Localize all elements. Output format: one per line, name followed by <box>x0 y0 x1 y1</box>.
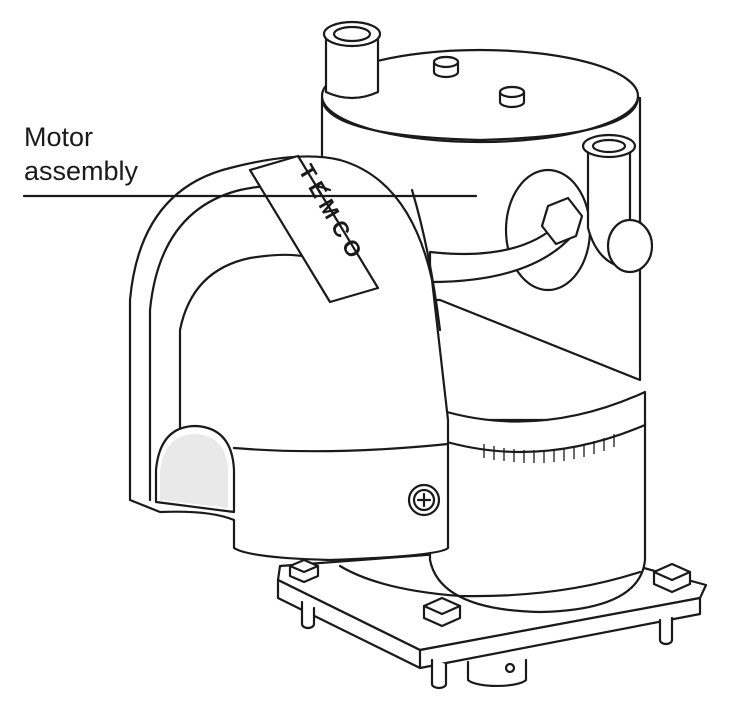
side-port <box>428 133 654 292</box>
inlet-pipe <box>322 20 382 100</box>
front-cover: TEMCO <box>128 154 450 562</box>
top-bolt <box>498 85 526 109</box>
top-bolt <box>432 55 460 79</box>
callout-label-line2: assembly <box>24 156 139 186</box>
cover-screw <box>407 483 441 517</box>
callout-label: Motor assembly <box>24 120 138 188</box>
callout-label-line1: Motor <box>24 122 94 152</box>
base-nut <box>288 558 320 584</box>
base-nut <box>652 562 692 594</box>
base-nut <box>422 596 462 628</box>
clamp-slots <box>483 434 615 463</box>
